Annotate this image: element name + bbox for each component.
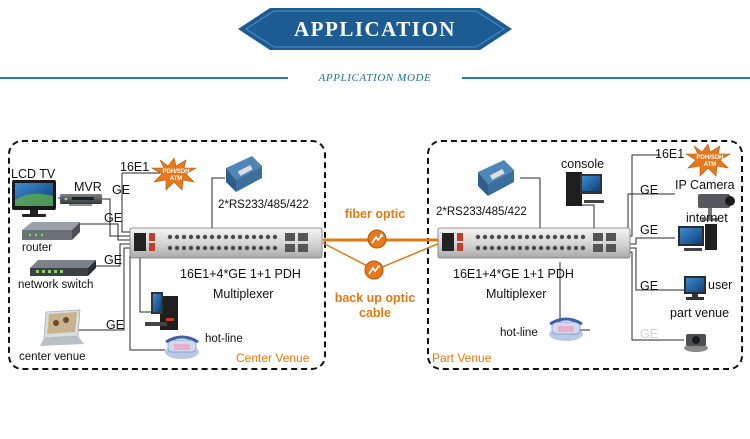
right-hotline-label: hot-line xyxy=(500,327,538,339)
application-mode-label: APPLICATION MODE xyxy=(318,72,432,84)
right-mux-label-2: Multiplexer xyxy=(486,287,547,301)
right-ge-label-1: GE xyxy=(640,183,659,197)
user-pc-icon xyxy=(684,276,706,300)
left-pdh-starburst-icon xyxy=(150,157,198,191)
left-mux-label-1: 16E1+4*GE 1+1 PDH xyxy=(180,267,301,281)
center-venue-box xyxy=(8,140,326,370)
part-venue-title: Part Venue xyxy=(432,351,492,365)
internet-pc-icon xyxy=(678,224,717,251)
right-ge-label-2: GE xyxy=(640,223,659,237)
left-hotline-label: hot-line xyxy=(205,333,243,345)
right-rs-label: 2*RS233/485/422 xyxy=(436,206,527,218)
console-pc-icon xyxy=(566,172,604,206)
title-banner: APPLICATION xyxy=(238,8,512,50)
left-ge-label-2: GE xyxy=(104,211,123,225)
left-ge-label-3: GE xyxy=(104,253,123,267)
left-ge-label-1: GE xyxy=(112,183,131,197)
left-pc-icon xyxy=(145,292,178,330)
right-pdh-starburst-icon xyxy=(684,143,732,177)
part-venue-box xyxy=(427,140,743,370)
right-starburst-text: PDH/SDH ATM xyxy=(696,155,724,168)
mvr-label: MVR xyxy=(74,180,102,194)
center-venue-title: Center Venue xyxy=(236,351,310,365)
banner-shape xyxy=(238,8,512,50)
mvr-icon xyxy=(60,194,102,204)
console-label: console xyxy=(561,157,605,171)
part-venue-device-label: part venue xyxy=(670,306,730,320)
user-label: user xyxy=(708,278,733,292)
lcd-tv-label: LCD TV xyxy=(11,167,56,181)
left-mux-label-2: Multiplexer xyxy=(213,287,274,301)
right-multiplexer-icon xyxy=(437,227,631,259)
center-venue-label: center venue xyxy=(19,351,86,363)
left-starburst-text: PDH/SDH ATM xyxy=(162,169,190,182)
left-e1-label: 16E1 xyxy=(120,160,150,174)
left-rs-label: 2*RS233/485/422 xyxy=(218,199,309,211)
internet-label: internet xyxy=(686,211,728,225)
ip-camera-icon xyxy=(698,194,735,221)
right-mux-label-1: 16E1+4*GE 1+1 PDH xyxy=(453,267,574,281)
network-switch-icon xyxy=(30,260,96,276)
network-switch-label: network switch xyxy=(18,279,94,291)
right-hotline-phone-icon xyxy=(549,317,583,341)
left-hotline-phone-icon xyxy=(165,335,199,359)
center-venue-laptop-icon xyxy=(40,309,84,346)
ip-camera-label: IP Camera xyxy=(675,178,735,192)
router-icon xyxy=(22,222,80,240)
left-ge-label-4: GE xyxy=(106,318,125,332)
router-label: router xyxy=(22,242,53,254)
right-ge-label-3: GE xyxy=(640,279,659,293)
backup-optic-label: back up optic xyxy=(334,291,416,305)
right-rs232-converter-icon xyxy=(478,160,514,196)
fiber-optic-label: fiber optic xyxy=(344,207,406,221)
lcd-tv-icon xyxy=(12,180,56,217)
left-rs232-converter-icon xyxy=(226,156,262,192)
part-venue-device-icon xyxy=(684,334,708,352)
right-ge-label-4: GE xyxy=(640,327,659,341)
fiber-optic-icon xyxy=(367,229,387,249)
left-multiplexer-icon xyxy=(129,227,323,259)
page-title: APPLICATION xyxy=(294,17,456,41)
header-graphics xyxy=(0,77,750,79)
backup-line-right xyxy=(374,242,441,271)
backup-cable-label: cable xyxy=(359,306,391,320)
backup-optic-icon xyxy=(364,260,384,280)
right-e1-label: 16E1 xyxy=(655,147,685,161)
